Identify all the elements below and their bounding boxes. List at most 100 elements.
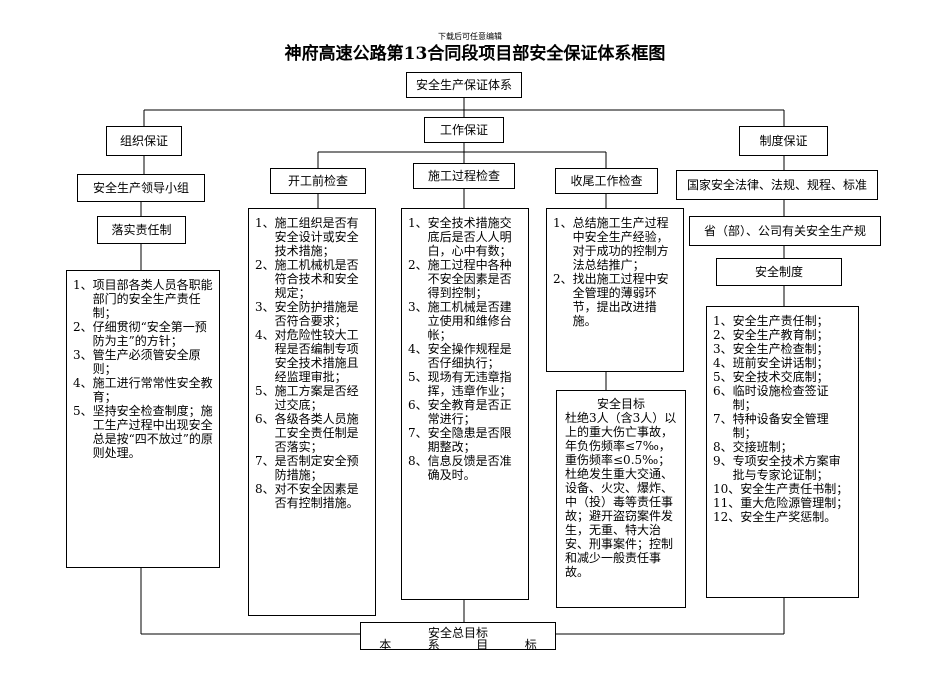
list-item-number: 7、: [255, 454, 275, 468]
cut-char: 系: [427, 638, 440, 650]
cut-char: 目: [476, 638, 489, 650]
during-check-box: 施工过程检查: [413, 163, 515, 189]
system-branch-label: 制度保证: [759, 134, 808, 148]
pre-check-box: 开工前检查: [270, 168, 366, 194]
final-check-label: 收尾工作检查: [570, 174, 643, 188]
list-item: 3、安全生产检查制；: [713, 342, 852, 356]
list-item-text: 安全教育是否正常进行；: [427, 398, 512, 426]
list-item-text: 施工过程中各种不安全因素是否得到控制；: [427, 258, 512, 300]
list-item-number: 5、: [255, 384, 275, 398]
list-item: 9、专项安全技术方案审批与专家论证制；: [713, 454, 852, 482]
top-note: 下载后可任意编辑: [438, 32, 502, 41]
list-item-text: 专项安全技术方案审批与专家论证制；: [732, 454, 841, 482]
list-item: 2、安全生产教育制；: [713, 328, 852, 342]
list-item-text: 安全隐患是否限期整改；: [427, 426, 512, 454]
list-item-text: 仔细贯彻“安全第一预防为主”的方针；: [92, 320, 207, 348]
list-item-number: 2、: [255, 258, 275, 272]
list-item: 12、安全生产奖惩制。: [713, 510, 852, 524]
list-item-number: 3、: [255, 300, 275, 314]
list-item-number: 2、: [553, 272, 573, 286]
pre-check-list: 1、施工组织是否有安全设计或安全技术措施；2、施工机械机是否符合技术和安全规定；…: [248, 208, 376, 616]
list-item: 6、安全教育是否正常进行；: [408, 398, 522, 426]
list-item: 4、施工进行常常性安全教育；: [73, 376, 213, 404]
list-item-number: 4、: [408, 342, 428, 356]
responsibility-label: 落实责任制: [111, 223, 172, 237]
list-item-number: 3、: [713, 342, 733, 356]
list-item-text: 项目部各类人员各职能部门的安全生产责任制；: [92, 278, 213, 320]
safety-system-box: 安全制度: [716, 258, 842, 286]
list-item-number: 5、: [408, 370, 428, 384]
list-item-text: 施工机械机是否符合技术和安全规定；: [274, 258, 359, 300]
total-goal-box: 安全总目标 本 系 目 标: [360, 622, 556, 650]
safety-goal-title: 安全目标: [596, 397, 645, 411]
list-item: 1、安全技术措施交底后是否人人明白，心中有数；: [408, 216, 522, 258]
responsibility-box: 落实责任制: [97, 216, 186, 244]
list-item: 4、班前安全讲话制；: [713, 356, 852, 370]
leader-group-box: 安全生产领导小组: [77, 174, 205, 202]
list-item: 4、安全操作规程是否仔细执行；: [408, 342, 522, 370]
list-item-text: 安全生产责任书制；: [740, 482, 849, 496]
list-item: 2、施工机械机是否符合技术和安全规定；: [255, 258, 369, 300]
list-item-text: 重大危险源管理制；: [740, 496, 849, 510]
list-item: 4、对危险性较大工程是否编制专项安全技术措施且经监理审批；: [255, 328, 369, 384]
list-item-text: 安全技术措施交底后是否人人明白，心中有数；: [427, 216, 512, 258]
list-item: 5、施工方案是否经过交底；: [255, 384, 369, 412]
cut-char: 标: [524, 638, 537, 650]
final-check-list: 1、总结施工生产过程中安全生产经验，对于成功的控制方法总结推广；2、找出施工过程…: [546, 208, 684, 372]
ministry-label: 省（部）、公司有关安全生产规: [703, 224, 866, 238]
list-item-text: 安全技术交底制；: [732, 370, 829, 384]
list-item-text: 安全生产教育制；: [732, 328, 829, 342]
ministry-box: 省（部）、公司有关安全生产规: [689, 216, 881, 246]
safety-goal-text: 杜绝3人（含3人）以上的重大伤亡事故，年负伤频率≤7‰，重伤频率≤0.5‰；杜绝…: [565, 411, 677, 579]
list-item: 7、特种设备安全管理制；: [713, 412, 852, 440]
list-item: 2、找出施工过程中安全管理的薄弱环节，提出改进措施。: [553, 272, 677, 328]
list-item: 1、施工组织是否有安全设计或安全技术措施；: [255, 216, 369, 258]
leader-group-label: 安全生产领导小组: [92, 181, 189, 195]
list-item-number: 8、: [255, 482, 275, 496]
list-item-text: 安全生产责任制；: [732, 314, 829, 328]
list-item-text: 班前安全讲话制；: [732, 356, 829, 370]
list-item-number: 1、: [553, 216, 573, 230]
root-label: 安全生产保证体系: [415, 78, 512, 92]
list-item: 1、总结施工生产过程中安全生产经验，对于成功的控制方法总结推广；: [553, 216, 677, 272]
total-goal-label: 安全总目标: [427, 626, 488, 640]
list-item-number: 10、: [713, 482, 741, 496]
list-item-number: 6、: [713, 384, 733, 398]
list-item-number: 5、: [713, 370, 733, 384]
list-item-text: 安全操作规程是否仔细执行；: [427, 342, 512, 370]
list-item-number: 4、: [255, 328, 275, 342]
list-item-number: 1、: [255, 216, 275, 230]
list-item-text: 现场有无违章指挥，违章作业；: [427, 370, 512, 398]
list-item: 3、施工机械是否建立使用和维修台帐；: [408, 300, 522, 342]
list-item-number: 4、: [713, 356, 733, 370]
pre-check-label: 开工前检查: [287, 174, 348, 188]
list-item-number: 1、: [73, 278, 93, 292]
list-item-text: 信息反馈是否准确及时。: [427, 454, 512, 482]
list-item-text: 对不安全因素是否有控制措施。: [274, 482, 359, 510]
list-item-text: 对危险性较大工程是否编制专项安全技术措施且经监理审批；: [274, 328, 359, 384]
org-branch-box: 组织保证: [106, 126, 182, 156]
law-box: 国家安全法律、法规、规程、标准: [676, 170, 878, 200]
list-item-text: 施工机械是否建立使用和维修台帐；: [427, 300, 512, 342]
total-goal-cut-text: 本系目标: [361, 638, 555, 650]
list-item-number: 2、: [73, 320, 93, 334]
list-item: 7、是否制定安全预防措施；: [255, 454, 369, 482]
list-item-number: 7、: [408, 426, 428, 440]
cut-char: 本: [379, 638, 392, 650]
list-item: 8、交接班制；: [713, 440, 852, 454]
list-item-number: 9、: [713, 454, 733, 468]
list-item: 7、安全隐患是否限期整改；: [408, 426, 522, 454]
list-item: 6、临时设施检查签证制；: [713, 384, 852, 412]
work-branch-box: 工作保证: [424, 117, 504, 143]
list-item-text: 坚持安全检查制度；施工生产过程中出现安全总是按“四不放过”的原则处理。: [92, 404, 213, 460]
list-item: 8、信息反馈是否准确及时。: [408, 454, 522, 482]
list-item-text: 交接班制；: [732, 440, 793, 454]
list-item: 5、安全技术交底制；: [713, 370, 852, 384]
list-item-number: 8、: [713, 440, 733, 454]
list-item: 8、 对不安全因素是否有控制措施。: [255, 482, 369, 510]
list-item-text: 安全防护措施是否符合要求；: [274, 300, 359, 328]
list-item: 3、安全防护措施是否符合要求；: [255, 300, 369, 328]
list-item: 5、坚持安全检查制度；施工生产过程中出现安全总是按“四不放过”的原则处理。: [73, 404, 213, 460]
list-item-number: 1、: [713, 314, 733, 328]
safety-system-label: 安全制度: [754, 265, 803, 279]
